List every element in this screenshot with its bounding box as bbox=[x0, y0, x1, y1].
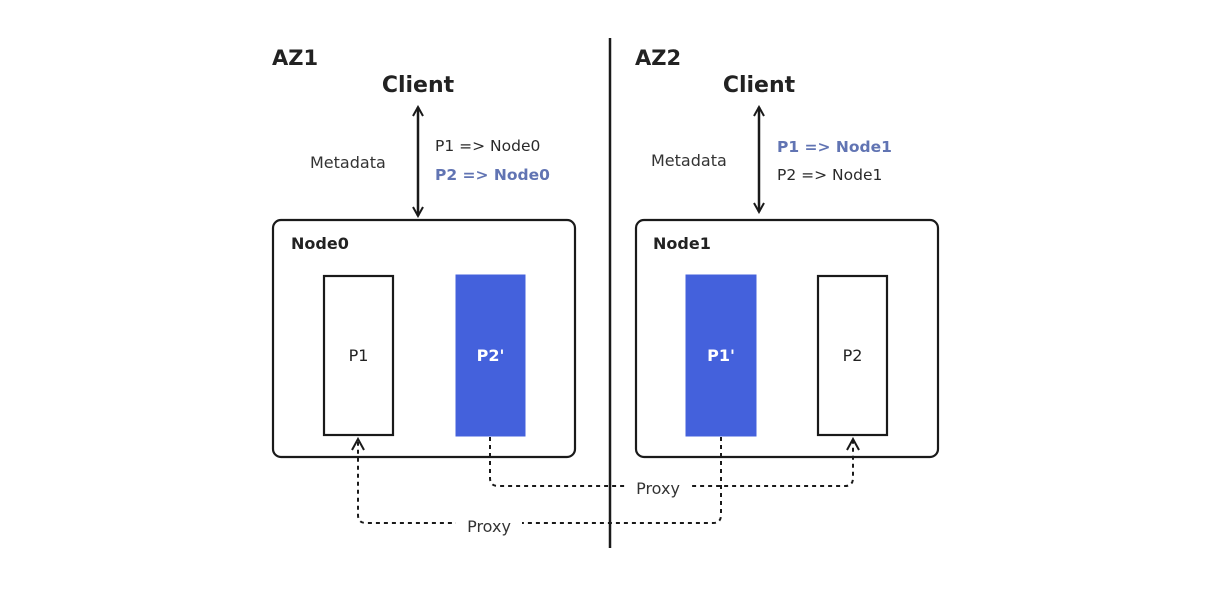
metadata-label: Metadata bbox=[310, 153, 386, 172]
partition-primary bbox=[322, 274, 395, 437]
zone-label: AZ2 bbox=[635, 46, 681, 70]
proxy-label: Proxy bbox=[636, 479, 680, 498]
mapping-line-highlighted: P2 => Node0 bbox=[435, 166, 550, 184]
proxy-connections: Proxy Proxy bbox=[358, 437, 853, 536]
partition-replica bbox=[455, 274, 526, 437]
mapping-line-highlighted: P1 => Node1 bbox=[777, 138, 892, 156]
node-label: Node1 bbox=[653, 234, 711, 253]
client-label: Client bbox=[382, 73, 455, 98]
proxy-label: Proxy bbox=[467, 517, 511, 536]
partition-label: P1' bbox=[707, 346, 735, 365]
metadata-label: Metadata bbox=[651, 151, 727, 170]
mapping-line: P1 => Node0 bbox=[435, 137, 540, 155]
mapping-line: P2 => Node1 bbox=[777, 166, 882, 184]
zone-label: AZ1 bbox=[272, 46, 318, 70]
client-label: Client bbox=[723, 73, 796, 98]
zone-az1: AZ1 Client Metadata P1 => Node0 P2 => No… bbox=[271, 46, 577, 459]
node-box bbox=[634, 218, 940, 459]
partition-label: P2' bbox=[477, 346, 505, 365]
zone-az2: AZ2 Client Metadata P1 => Node1 P2 => No… bbox=[634, 46, 940, 459]
proxy-path bbox=[358, 437, 722, 524]
proxy-label-background bbox=[456, 513, 522, 535]
node-box bbox=[271, 218, 577, 459]
partition-primary bbox=[816, 274, 889, 437]
partition-label: P1 bbox=[349, 346, 369, 365]
partition-label: P2 bbox=[843, 346, 863, 365]
proxy-label-background bbox=[627, 476, 691, 498]
node-label: Node0 bbox=[291, 234, 349, 253]
partition-replica bbox=[685, 274, 757, 437]
